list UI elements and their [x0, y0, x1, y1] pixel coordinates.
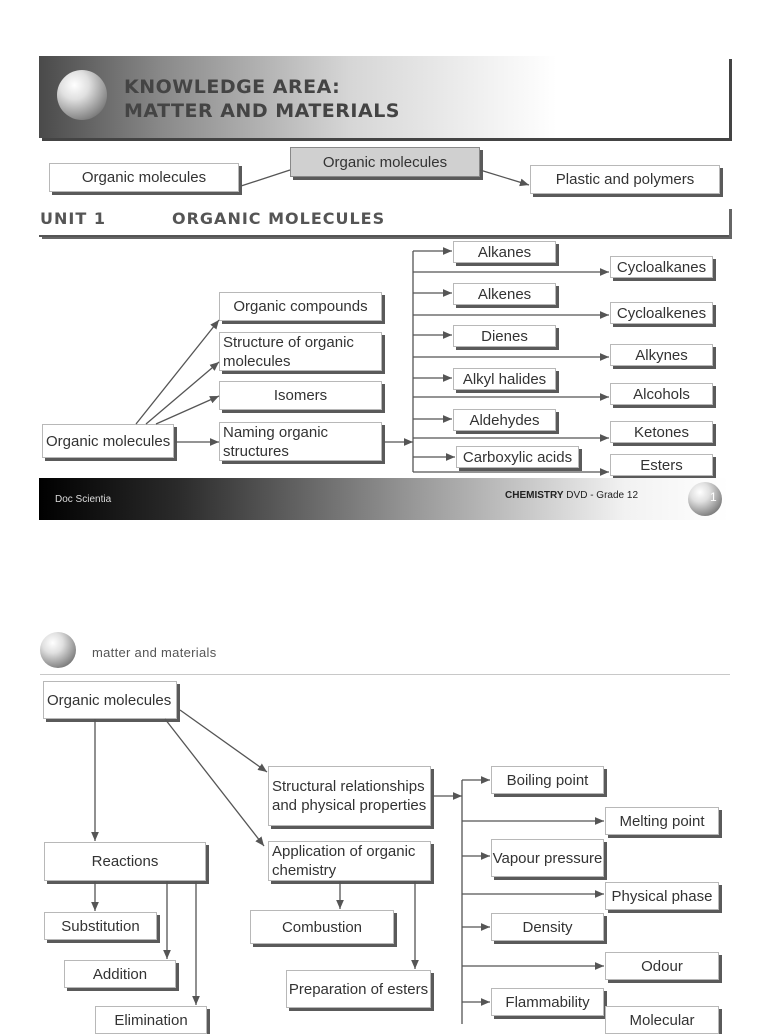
map1-alcohols: Alcohols	[610, 383, 713, 405]
map1-mid-1: Organic compounds	[219, 292, 382, 321]
knowledge-area-banner	[39, 56, 729, 138]
footer-publisher: Doc Scientia	[55, 494, 112, 505]
page-number: 1	[710, 490, 717, 504]
p2-density: Density	[491, 913, 604, 941]
p2-structural: Structural relationships and physical pr…	[268, 766, 431, 826]
map1-root: Organic molecules	[42, 424, 174, 458]
p2-reactions: Reactions	[44, 842, 206, 881]
p2-root: Organic molecules	[43, 681, 177, 719]
section-sphere-icon	[40, 632, 76, 668]
p2-physical-phase: Physical phase	[605, 882, 719, 910]
map1-alkenes: Alkenes	[453, 283, 556, 305]
footer-brand: CHEMISTRY	[505, 490, 564, 501]
unit-title: ORGANIC MOLECULES	[172, 209, 386, 228]
section-header: matter and materials	[92, 645, 217, 660]
map1-esters: Esters	[610, 454, 713, 476]
p2-boiling-point: Boiling point	[491, 766, 604, 794]
p2-addition: Addition	[64, 960, 176, 988]
map1-alkyl-halides: Alkyl halides	[453, 368, 556, 390]
knowledge-area-title: KNOWLEDGE AREA: MATTER AND MATERIALS	[124, 75, 400, 123]
footer-course: CHEMISTRY DVD - Grade 12	[505, 490, 638, 501]
p2-application: Application of organic chemistry	[268, 841, 431, 881]
map1-carboxylic-acids: Carboxylic acids	[456, 446, 579, 468]
page-number-badge	[688, 482, 722, 516]
unit-number: UNIT 1	[40, 209, 106, 228]
map1-dienes: Dienes	[453, 325, 556, 347]
p2-vapour-pressure: Vapour pressure	[491, 839, 604, 877]
map1-alkynes: Alkynes	[610, 344, 713, 366]
sphere-icon	[57, 70, 107, 120]
top-right-box: Plastic and polymers	[530, 165, 720, 194]
header-rule	[40, 674, 730, 675]
p2-preparation: Preparation of esters	[286, 970, 431, 1008]
map1-ketones: Ketones	[610, 421, 713, 443]
p2-melting-point: Melting point	[605, 807, 719, 835]
top-center-box: Organic molecules	[290, 147, 480, 177]
map1-cycloalkenes: Cycloalkenes	[610, 302, 713, 324]
map1-mid-4: Naming organic structures	[219, 422, 382, 461]
top-left-box: Organic molecules	[49, 163, 239, 192]
map1-aldehydes: Aldehydes	[453, 409, 556, 431]
map1-alkanes: Alkanes	[453, 241, 556, 263]
banner-line2: MATTER AND MATERIALS	[124, 100, 400, 122]
p2-combustion: Combustion	[250, 910, 394, 944]
banner-line1: KNOWLEDGE AREA:	[124, 76, 341, 98]
map1-mid-2: Structure of organic molecules	[219, 332, 382, 371]
footer-grade: DVD - Grade 12	[563, 490, 639, 501]
p2-flammability: Flammability	[491, 988, 604, 1016]
p2-substitution: Substitution	[44, 912, 157, 940]
map1-cycloalkanes: Cycloalkanes	[610, 256, 713, 278]
map1-mid-3: Isomers	[219, 381, 382, 410]
p2-odour: Odour	[605, 952, 719, 980]
footer-bar	[39, 478, 729, 520]
unit-bar	[39, 207, 729, 237]
